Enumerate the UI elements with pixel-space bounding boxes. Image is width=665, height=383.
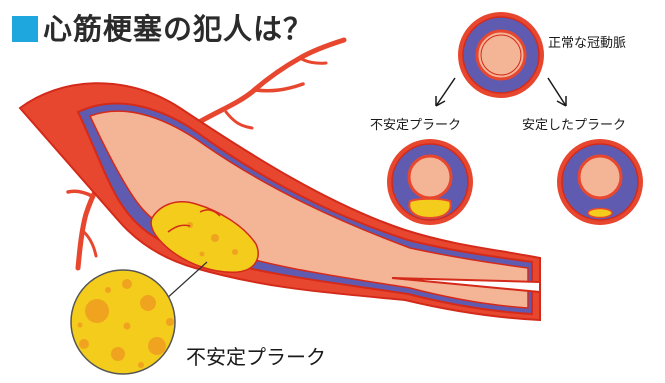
lipid-spot: [124, 323, 131, 330]
cross-section-unstable: [387, 139, 473, 225]
upper-branch-twig-2: [300, 58, 326, 63]
plaque-grain: [200, 252, 205, 257]
unstable-plaque: [409, 199, 450, 218]
lipid-spot: [79, 339, 89, 349]
label-unstable-plaque: 不安定プラーク: [370, 114, 461, 133]
left-branch-twig: [68, 191, 92, 196]
stable-lumen: [579, 156, 621, 198]
label-zoom-caption: 不安定プラーク: [186, 341, 326, 370]
lipid-spot: [140, 295, 156, 311]
left-branch-twig-2: [84, 232, 96, 256]
zoom-pointer: [165, 262, 207, 300]
upper-branch-twig-3: [226, 112, 252, 128]
lipid-spot: [138, 362, 144, 368]
plaque-grain: [232, 249, 238, 255]
lipid-spot: [148, 337, 166, 355]
cross-section-stable: [557, 139, 643, 225]
lipid-spot: [122, 279, 132, 289]
lipid-spot: [105, 287, 111, 293]
label-stable-plaque: 安定したプラーク: [522, 114, 626, 133]
normal-rim: [477, 31, 525, 79]
arrow-to-unstable: [436, 78, 455, 106]
stable-plaque: [588, 209, 612, 218]
arrow-to-stable: [548, 78, 566, 106]
plaque-grain: [211, 234, 219, 242]
title-text: 心筋梗塞の犯人は？: [43, 12, 313, 46]
lipid-spot: [166, 318, 174, 326]
unstable-lumen: [409, 156, 451, 198]
lipid-spot: [78, 323, 83, 328]
cross-section-normal: [458, 12, 544, 98]
page-title: 心筋梗塞の犯人は？: [12, 6, 313, 48]
title-square-icon: [12, 16, 38, 42]
lipid-spot: [111, 347, 125, 361]
label-normal-artery: 正常な冠動脈: [548, 32, 626, 51]
lipid-spot: [85, 299, 109, 323]
